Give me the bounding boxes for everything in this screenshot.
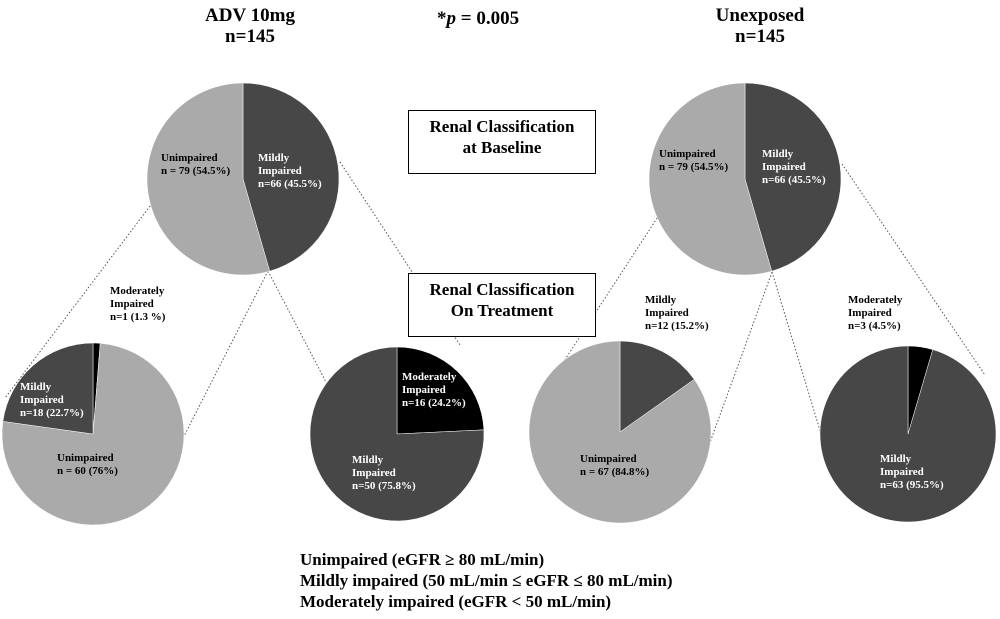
p-value-number: = 0.005 (456, 8, 520, 29)
right-group-n: n=145 (735, 26, 785, 47)
connector-line-2 (177, 270, 269, 449)
connector-line-1 (4, 82, 244, 399)
pie-slice-unexposed-mildly-treatment-mildly (819, 345, 997, 523)
baseline-box-line2: at Baseline (462, 138, 542, 157)
baseline-box-line1: Renal Classification (429, 117, 575, 136)
baseline-box: Renal Classification at Baseline (408, 110, 596, 174)
pie-slice-adv-mildly-treatment-moderately (396, 346, 485, 435)
pie-slice-adv-baseline-mildly (242, 82, 340, 272)
left-group-title: ADV 10mg (205, 5, 295, 26)
legend-moderately: Moderately impaired (eGFR < 50 mL/min) (300, 592, 612, 611)
p-value-p: p (446, 8, 457, 29)
pie-slice-unexposed-baseline-mildly (744, 82, 842, 272)
pie-slice-unexposed-baseline-unimpaired (648, 82, 772, 276)
pie-slice-adv-baseline-unimpaired (146, 82, 270, 276)
pie-slice-unexposed-unimpaired-treatment-unimpaired (528, 340, 712, 524)
left-group-header: ADV 10mg n=145 (170, 5, 330, 47)
legend-unimpaired: Unimpaired (eGFR ≥ 80 mL/min) (300, 550, 545, 569)
legend-mildly: Mildly impaired (50 mL/min ≤ eGFR ≤ 80 m… (300, 571, 673, 590)
treatment-box: Renal Classification On Treatment (408, 273, 596, 337)
legend: Unimpaired (eGFR ≥ 80 mL/min) Mildly imp… (300, 549, 673, 612)
connector-line-7 (771, 271, 836, 481)
right-group-header: Unexposed n=145 (680, 5, 840, 47)
pie-slice-unexposed-unimpaired-treatment-mildly (619, 340, 695, 433)
connector-line-6 (707, 271, 773, 449)
pie-slice-adv-mildly-treatment-mildly (309, 346, 485, 522)
p-value: *p = 0.005 (437, 8, 519, 30)
left-group-n: n=145 (225, 26, 275, 47)
right-group-title: Unexposed (715, 5, 805, 26)
p-value-star: * (437, 8, 447, 29)
pie-slice-adv-unimpaired-treatment-mildly (2, 342, 94, 435)
connector-line-8 (841, 163, 986, 376)
treatment-box-line2: On Treatment (450, 301, 554, 320)
treatment-box-line1: Renal Classification (429, 280, 575, 299)
